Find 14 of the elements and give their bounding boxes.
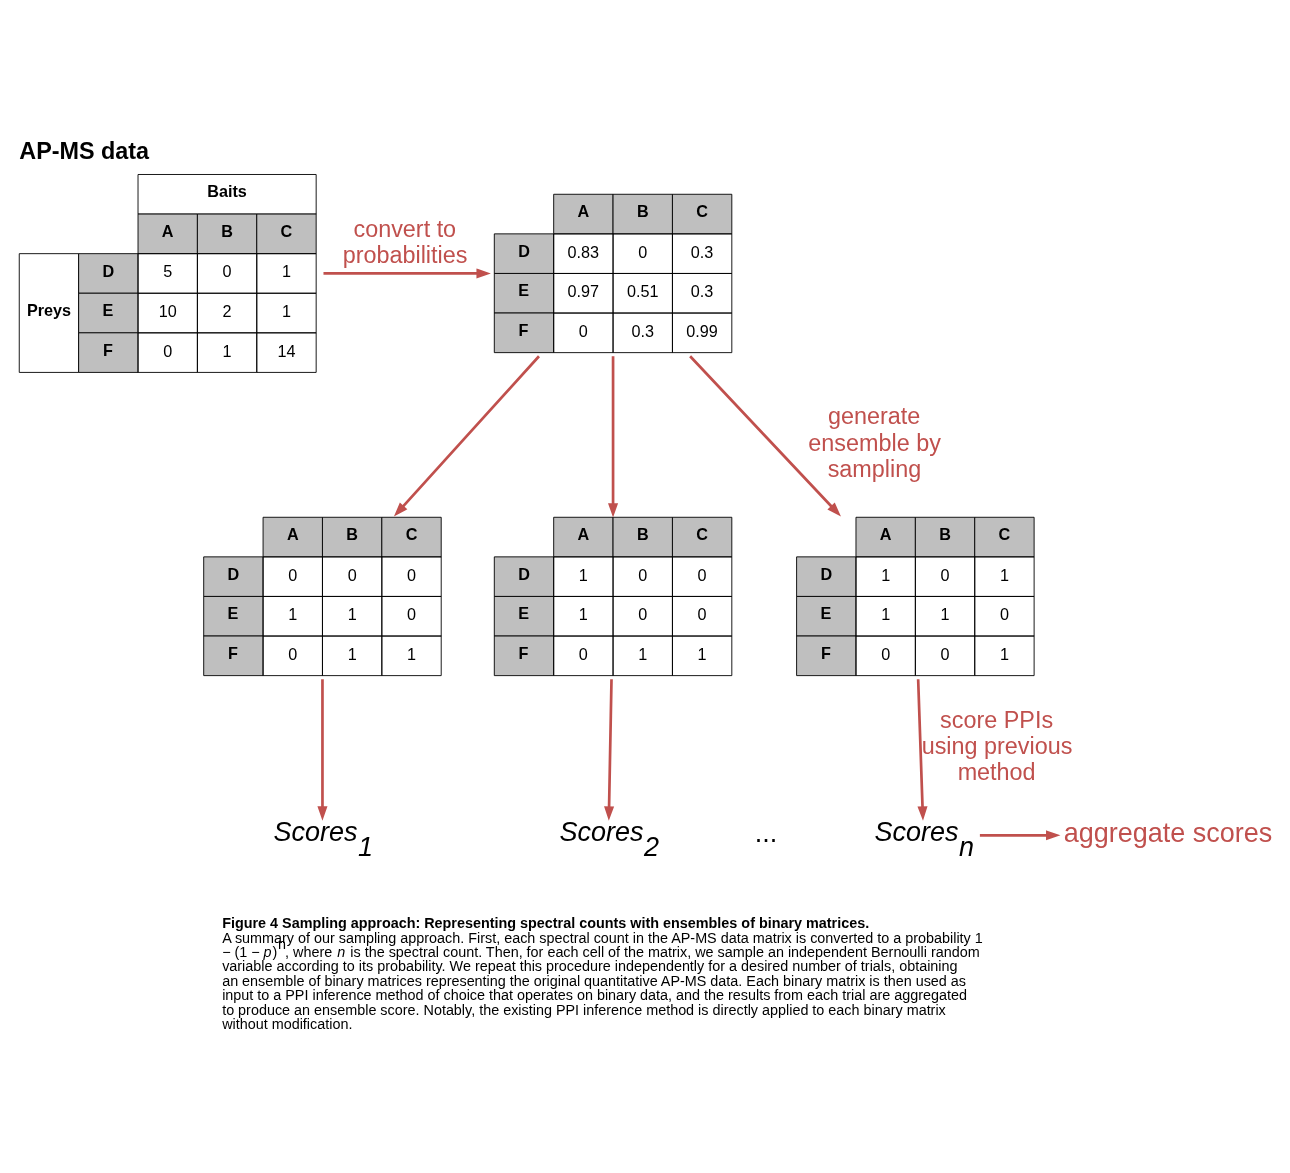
node-text: aggregate scores [1063,817,1273,848]
arrow [916,678,928,821]
arrow [608,355,619,518]
arrow [317,678,328,821]
arrow [323,267,491,278]
arrow [979,829,1061,840]
arrow [689,354,841,517]
edge-label: score PPIs using previous method [921,706,1073,785]
diagram-title: AP-MS data [19,137,150,164]
arrow [393,354,540,517]
label: ... [754,817,778,848]
edge-label: generate ensemble by sampling [808,402,941,482]
edge-label: convert to probabilities [342,215,468,268]
arrow [604,678,615,821]
